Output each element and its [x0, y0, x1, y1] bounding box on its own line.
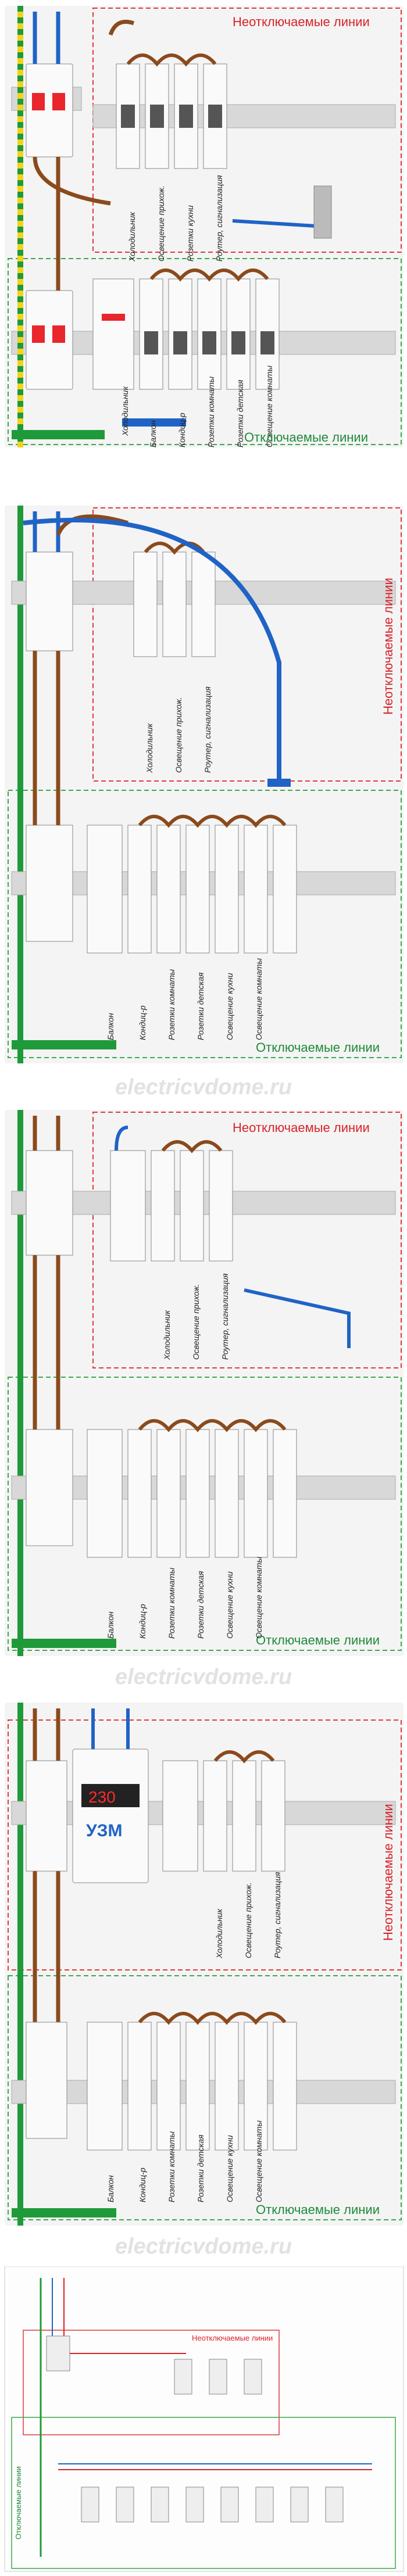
- rcd-1: [26, 290, 73, 390]
- bottom-line-label: Освещение комнаты: [265, 365, 274, 447]
- top-line-label: Холодильник: [162, 1310, 172, 1360]
- non-switched-label: Неотключаемые линии: [233, 15, 370, 29]
- uzm-label: УЗМ: [86, 1821, 122, 1840]
- bottom-line-label: Балкон: [106, 2175, 115, 2202]
- top-line-label: Освещение прихож.: [156, 185, 166, 261]
- top-line-label: Роутер, сигнализация: [215, 175, 224, 261]
- top-line-label: Роутер, сигнализация: [273, 1872, 282, 1958]
- bottom-line-label: Освещение кухни: [225, 1571, 234, 1639]
- panel-1: Холодильник Холодильник Освещение прихож…: [0, 0, 407, 453]
- top-line-label: Розетки кухни: [185, 205, 195, 261]
- main-breaker-1: [26, 63, 73, 157]
- bottom-line-label: Розетки детская: [235, 379, 245, 447]
- watermark-row: electricvdome.ru: [0, 2234, 407, 2259]
- top-line-label: Холодильник: [127, 212, 137, 262]
- panel-3: Неотключаемые линии Отключаемые линии Хо…: [0, 1104, 407, 1662]
- top-line-label: Освещение прихож.: [191, 1284, 201, 1360]
- non-switched-label: Неотключаемые линии: [381, 1804, 395, 1941]
- panel-4: 230 УЗМ Неотключаемые линии Отключаемые …: [0, 1697, 407, 2231]
- top-line-label: Освещение прихож.: [174, 697, 183, 773]
- bottom-line-label: Розетки комнаты: [167, 969, 176, 1040]
- top-line-label: Холодильник: [120, 386, 130, 436]
- bottom-line-label: Розетки детская: [196, 2134, 205, 2202]
- bottom-line-label: Освещение комнаты: [254, 2120, 263, 2202]
- bottom-line-label: Розетки детская: [196, 1571, 205, 1639]
- bottom-line-label: Освещение комнаты: [254, 958, 263, 1040]
- bottom-line-label: Кондиц-р: [138, 1005, 147, 1040]
- bottom-line-label: Розетки детская: [196, 972, 205, 1040]
- top-line-label: Роутер, сигнализация: [203, 686, 212, 773]
- top-line-label: Освещение прихож.: [244, 1882, 253, 1958]
- bottom-line-label: Кондиц-р: [138, 1604, 147, 1639]
- watermark: electricvdome.ru: [115, 2234, 292, 2259]
- bottom-line-label: Балкон: [106, 1611, 115, 1639]
- switched-label: Отключаемые линии: [256, 2202, 380, 2217]
- switched-label: Отключаемые линии: [256, 1633, 380, 1647]
- non-switched-label: Неотключаемые линии: [381, 578, 395, 715]
- top-line-label: Роутер, сигнализация: [220, 1273, 230, 1360]
- switched-label: Отключаемые линии: [14, 2466, 23, 2539]
- bottom-line-label: Кондиц-р: [138, 2167, 147, 2202]
- bottom-line-label: Балкон: [148, 420, 158, 447]
- bottom-line-label: Розетки комнаты: [167, 1567, 176, 1639]
- bottom-line-label: Освещение комнаты: [254, 1556, 263, 1639]
- bottom-line-label: Балкон: [106, 1013, 115, 1040]
- relay-uzm: 230 УЗМ: [72, 1749, 149, 1883]
- bottom-line-label: Освещение кухни: [225, 2135, 234, 2202]
- watermark-row: electricvdome.ru: [0, 1075, 407, 1100]
- watermark: electricvdome.ru: [115, 1075, 292, 1099]
- bottom-line-label: Розетки комнаты: [167, 2131, 176, 2202]
- watermark: electricvdome.ru: [115, 1665, 292, 1689]
- switched-label: Отключаемые линии: [244, 430, 368, 445]
- top-line-label: Холодильник: [215, 1908, 224, 1959]
- switched-label: Отключаемые линии: [256, 1040, 380, 1055]
- relay-display: 230: [88, 1788, 116, 1806]
- bottom-line-label: Освещение кухни: [225, 973, 234, 1040]
- non-switched-label: Неотключаемые линии: [192, 2334, 273, 2342]
- schematic: Неотключаемые линии Отключаемые линии: [0, 2266, 407, 2574]
- watermark-row: electricvdome.ru: [0, 1665, 407, 1690]
- non-switched-label: Неотключаемые линии: [233, 1120, 370, 1135]
- panel-2: Неотключаемые линии Отключаемые линии Хо…: [0, 500, 407, 1069]
- bottom-line-label: Розетки комнаты: [206, 376, 216, 447]
- top-line-label: Холодильник: [145, 723, 154, 773]
- bottom-line-label: Кондиц-р: [177, 413, 187, 447]
